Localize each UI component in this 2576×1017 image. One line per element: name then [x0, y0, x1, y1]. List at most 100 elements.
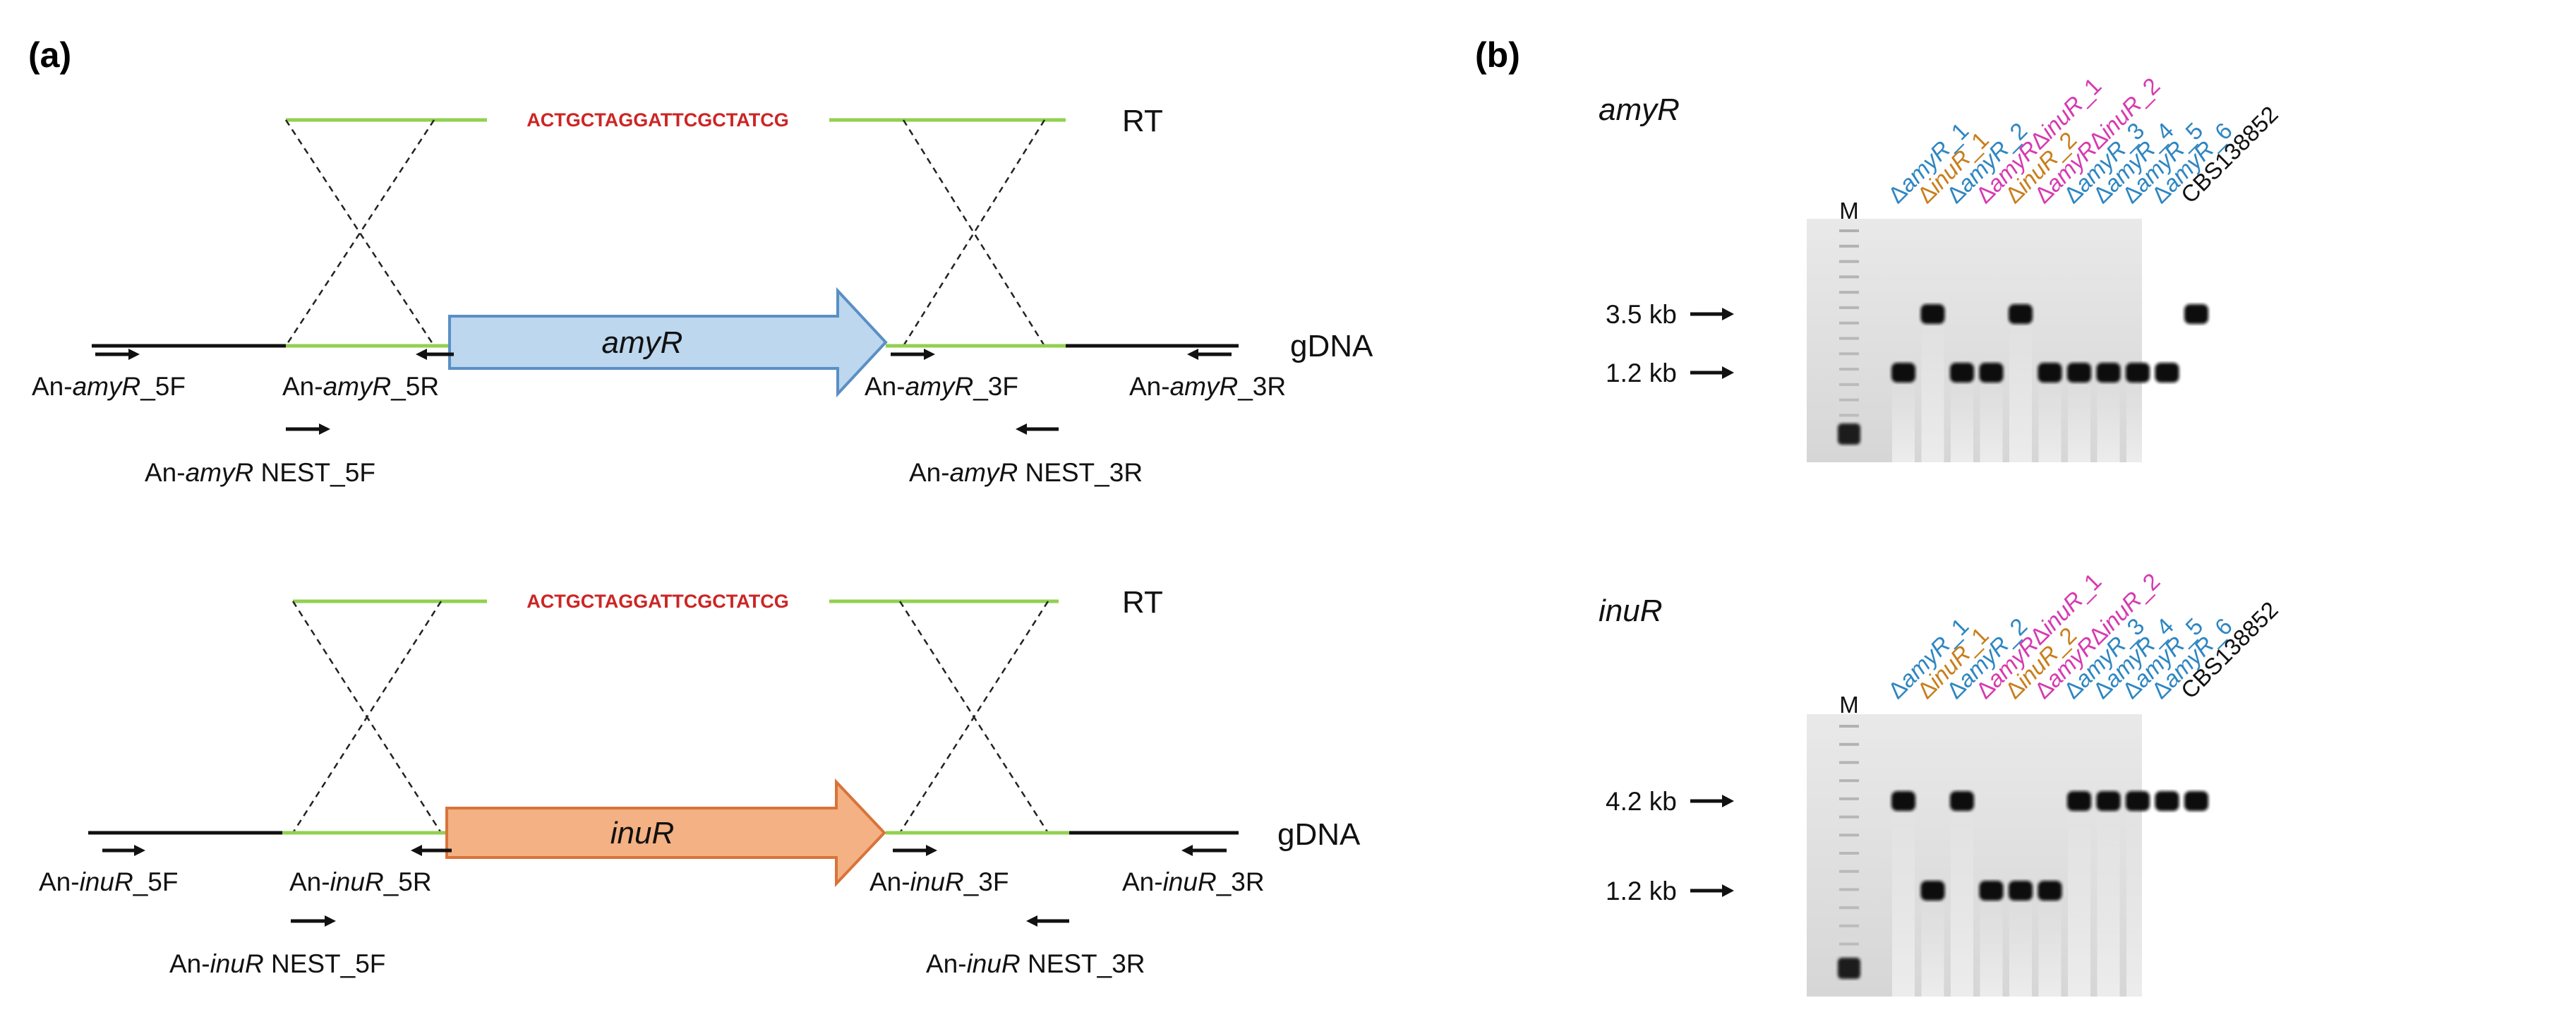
primer-label-5f: An-inuR_5F [39, 867, 178, 896]
primer-label-3r: An-amyR_3R [1129, 372, 1286, 401]
primer-label-nest-5f: An-amyR NEST_5F [145, 458, 375, 487]
primer-label-5f: An-amyR_5F [32, 372, 186, 401]
gel-lanes: ΔamyR_1ΔinuR_1ΔamyR_2ΔamyRΔinuR_1ΔinuR_2… [1838, 73, 2283, 462]
gel-title: inuR [1599, 594, 1663, 628]
panel-b-label: (b) [1475, 35, 1520, 75]
primer-arrow-5r [411, 845, 452, 856]
primer-arrow-5r [416, 349, 454, 360]
gel-band [1920, 881, 1945, 901]
size-marker-label: 4.2 kb [1606, 787, 1677, 816]
lane-smear [1892, 808, 1915, 997]
primer-arrow-nest-5f [291, 915, 336, 927]
lane-smear [1951, 380, 1973, 462]
gene-label: inuR [610, 816, 675, 850]
size-marker: 1.2 kb [1606, 877, 1734, 905]
gel-band [2155, 363, 2179, 383]
gel-band [2096, 791, 2121, 811]
primer-label-3f: An-amyR_3F [865, 372, 1018, 401]
primer-arrow-nest-3r [1016, 423, 1059, 435]
lane-smear [2038, 898, 2062, 997]
crossover-line [898, 601, 1049, 834]
lane-smear [2185, 321, 2208, 462]
size-marker-label: 3.5 kb [1606, 300, 1677, 329]
rt-label: RT [1122, 104, 1163, 138]
lane-smear [2068, 380, 2090, 462]
primer-arrow-3r [1187, 349, 1232, 360]
lane-smear [2126, 380, 2149, 462]
primer-arrow-3f [891, 349, 935, 360]
gel-band [1950, 791, 1974, 811]
gel-band [1891, 363, 1915, 383]
lane-smear [2185, 808, 2208, 997]
gel-inur: inuR M ΔamyR_1ΔinuR_1ΔamyR_2ΔamyRΔinuR_1… [1599, 568, 2283, 997]
gdna-label: gDNA [1277, 817, 1361, 852]
gel-band [2038, 881, 2062, 901]
primer-label-5r: An-inuR_5R [289, 867, 432, 896]
gel-band [2067, 363, 2091, 383]
primer-label-nest-3r: An-inuR NEST_3R [926, 949, 1145, 978]
primer-arrow-nest-3r [1026, 915, 1069, 927]
lane-smear [2038, 380, 2062, 462]
gel-band [1920, 304, 1945, 324]
gene-label: amyR [602, 325, 683, 360]
primer-arrow-3r [1181, 845, 1227, 856]
gel-band [2009, 304, 2033, 324]
gel-band [1950, 363, 1974, 383]
panel-a-label: (a) [28, 35, 71, 75]
gel-band [2184, 791, 2208, 811]
primer-label-3r: An-inuR_3R [1122, 867, 1265, 896]
marker-ladder [1838, 725, 1860, 979]
gel-band [1891, 791, 1915, 811]
lane-smear [1980, 898, 2003, 997]
lane-smear [2068, 808, 2090, 997]
lane-smear [2009, 898, 2032, 997]
primer-arrow-3f [893, 845, 937, 856]
gel-band [1979, 363, 2004, 383]
gel-image [1807, 714, 2142, 997]
lane-smear [2126, 808, 2149, 997]
size-marker: 3.5 kb [1606, 300, 1734, 329]
gel-size-markers: 4.2 kb 1.2 kb [1606, 787, 1734, 905]
lane-smear [1921, 321, 1944, 462]
lane-smear [2155, 808, 2179, 997]
lane-smear [2097, 380, 2120, 462]
gel-band [1979, 881, 2004, 901]
size-marker-label: 1.2 kb [1606, 877, 1677, 905]
lane-smear [1892, 380, 1915, 462]
gel-band [2038, 363, 2062, 383]
gene-arrow [445, 778, 886, 888]
primer-label-5r: An-amyR_5R [282, 372, 439, 401]
rt-label: RT [1122, 585, 1163, 620]
lane-smear [2155, 380, 2179, 462]
gene-diagram-amyr: ACTGCTAGGATTCGCTATCG RT amyR gDNA An-amy… [32, 104, 1373, 487]
lane-smear [2097, 808, 2120, 997]
gel-band [2096, 363, 2121, 383]
lane-smear [1951, 808, 1973, 997]
size-marker: 4.2 kb [1606, 787, 1734, 816]
lane-smear [1980, 380, 2003, 462]
gel-band [2009, 881, 2033, 901]
gene-arrow [448, 287, 888, 398]
gel-amyr: amyR M ΔamyR_1ΔinuR_1ΔamyR_2ΔamyRΔinuR_1… [1599, 73, 2283, 501]
lane-smear [2009, 321, 2032, 462]
gene-diagram-inur: ACTGCTAGGATTCGCTATCG RT inuR gDNA An-inu… [39, 585, 1361, 978]
gel-band [2067, 791, 2091, 811]
gel-band [2126, 363, 2150, 383]
primer-arrow-5f [102, 845, 145, 856]
lane-smear [1921, 898, 1944, 997]
crossover-line [291, 601, 443, 834]
gel-band [2126, 791, 2150, 811]
primer-label-nest-5f: An-inuR NEST_5F [169, 949, 385, 978]
gdna-label: gDNA [1290, 329, 1373, 363]
gel-band [2155, 791, 2179, 811]
marker-label: M [1839, 692, 1859, 718]
primer-label-nest-3r: An-amyR NEST_3R [909, 458, 1143, 487]
gel-band [2184, 304, 2208, 324]
rt-sequence: ACTGCTAGGATTCGCTATCG [526, 591, 788, 612]
primer-label-3f: An-inuR_3F [869, 867, 1009, 896]
gel-title: amyR [1599, 92, 1680, 127]
marker-ladder [1838, 229, 1860, 445]
primer-arrow-5f [95, 349, 140, 360]
gel-size-markers: 3.5 kb1.2 kb [1606, 300, 1734, 387]
